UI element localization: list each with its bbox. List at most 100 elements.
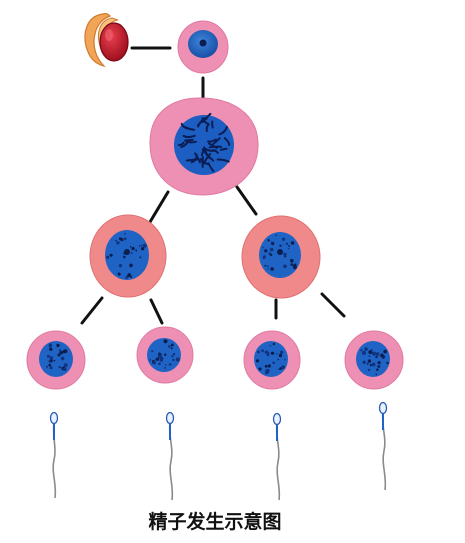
chromatin-dot	[63, 363, 68, 367]
chromatin-dot	[164, 353, 167, 356]
chromatin-dot	[123, 237, 127, 241]
chromatin-dot	[117, 272, 120, 274]
chromatin-dot	[285, 242, 289, 245]
chromatin-dot	[170, 343, 174, 347]
chromatin-dot	[283, 252, 287, 257]
chromatin-dot	[151, 350, 154, 353]
chromatin-dot	[372, 351, 376, 356]
chromatin-dot	[49, 366, 53, 370]
chromatin-dot	[129, 263, 133, 268]
chromatin-dot	[53, 359, 56, 362]
chromatin-dot	[367, 359, 372, 363]
chromosome-strand	[182, 134, 196, 139]
chromosome-strand	[208, 156, 215, 162]
chromatin-dot	[362, 360, 366, 364]
primary-spermatocyte	[149, 97, 259, 196]
chromatin-dot	[124, 232, 126, 235]
chromatin-dot	[172, 358, 175, 361]
chromatin-dot	[264, 350, 269, 354]
line-secondary-left-to-spermatid-1	[80, 296, 104, 325]
secondary-spermatocyte-right	[241, 215, 321, 299]
chromosome-strand	[207, 138, 217, 143]
chromatin-dot	[57, 353, 61, 357]
chromatin-dot	[267, 364, 271, 368]
chromatin-dot	[63, 367, 67, 371]
chromatin-dot	[360, 349, 363, 352]
sperm-4	[378, 401, 388, 491]
line-secondary-right-to-spermatid-4	[320, 292, 346, 318]
chromatin-dot	[152, 361, 156, 365]
chromatin-dot	[170, 347, 173, 350]
chromosome-strand	[219, 147, 228, 151]
chromosome-strand	[201, 112, 212, 123]
chromosome-strand	[177, 141, 185, 147]
sperm-1	[49, 411, 59, 499]
chromatin-dot	[279, 350, 284, 354]
chromatin-dot	[118, 237, 122, 241]
chromatin-dot	[272, 342, 276, 346]
chromatin-dot	[138, 245, 141, 247]
chromatin-dot	[168, 345, 171, 348]
chromatin-dot	[368, 350, 373, 354]
sperm-3	[272, 412, 282, 501]
chromatin-dot	[381, 355, 385, 359]
chromatin-dot	[262, 255, 266, 259]
chromatin-dot	[149, 359, 152, 361]
spermatid-2	[136, 326, 194, 384]
chromatin-dot	[375, 355, 378, 359]
chromatin-dot	[158, 362, 161, 366]
chromosome-strand	[216, 158, 230, 163]
chromatin-dot	[175, 357, 180, 362]
chromatin-dot	[371, 362, 376, 367]
chromatin-dot	[368, 355, 371, 358]
chromatin-dot	[271, 351, 275, 355]
chromatin-dot	[127, 273, 131, 277]
chromatin-dot	[125, 276, 128, 279]
chromatin-dot	[48, 360, 51, 363]
chromatin-dot	[59, 349, 62, 352]
chromatin-dot	[377, 365, 381, 368]
chromatin-dot	[164, 367, 167, 369]
chromatin-dot	[58, 365, 61, 369]
chromatin-dot	[375, 352, 380, 356]
chromatin-dot	[140, 247, 145, 251]
chromatin-speckles	[360, 347, 389, 376]
chromatin-dot	[375, 373, 378, 376]
chromatin-dot	[261, 349, 264, 353]
chromosome-strand	[218, 125, 228, 136]
line-primary-to-secondary-left	[148, 190, 170, 224]
chromatin-dot	[265, 368, 270, 373]
chromatin-dot	[139, 256, 142, 259]
chromosome-strand	[184, 138, 194, 142]
chromatin-dot	[59, 351, 63, 355]
chromatin-dot	[264, 249, 268, 253]
chromosome-strand	[203, 147, 217, 152]
chromatin-dot	[135, 249, 138, 252]
chromatin-dot	[279, 244, 282, 247]
chromatin-dot	[264, 264, 267, 267]
spermatid-4	[344, 330, 404, 390]
chromatin-dot	[49, 356, 54, 360]
chromatin-dot	[270, 352, 273, 355]
chromatin-dot	[173, 353, 175, 356]
chromatin-dot	[48, 363, 51, 367]
chromatin-dot	[269, 247, 274, 252]
chromatin-dot	[270, 267, 274, 271]
chromatin-dot	[269, 344, 272, 347]
chromatin-speckles	[106, 232, 147, 279]
chromatin-dot	[106, 255, 110, 259]
chromosome-strand	[208, 142, 218, 149]
lineage-lines	[80, 46, 346, 325]
chromatin-dot	[369, 364, 372, 367]
chromatin-dot	[266, 265, 269, 268]
chromatin-dot	[283, 264, 287, 269]
chromosome-strand	[183, 126, 196, 131]
chromatin-dot	[130, 252, 133, 255]
chromosome-strand	[199, 158, 210, 166]
spermatid-3	[243, 330, 301, 390]
chromatin-dot	[270, 241, 273, 244]
chromatin-dot	[281, 237, 286, 241]
chromatin-dot	[60, 356, 65, 361]
chromatin-dot	[367, 368, 371, 372]
